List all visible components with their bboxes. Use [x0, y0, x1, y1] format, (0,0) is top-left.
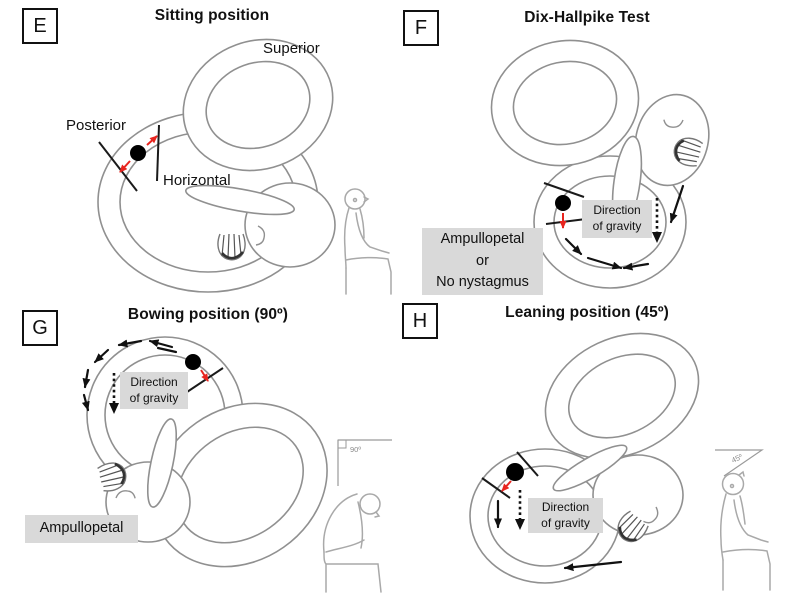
angle-45-icon: 45º — [715, 449, 764, 477]
seated-person-icon — [343, 188, 392, 295]
ampulla-icon — [97, 462, 127, 492]
red-displacement-arrow — [200, 369, 209, 382]
labyrinth-diagram-leaning: 45º — [469, 332, 764, 584]
red-displacement-arrow — [501, 480, 512, 492]
profile-hook — [115, 490, 136, 499]
posterior-canal-tick-line — [98, 141, 138, 192]
ampulla-tick-line — [543, 182, 585, 198]
panel-letter: E — [33, 14, 47, 37]
canal-label-horizontal: Horizontal — [163, 172, 231, 189]
result-label-line: Ampullopetal — [39, 520, 124, 537]
endolymph-flow-arrow — [117, 339, 143, 348]
labyrinth-canals — [469, 332, 700, 584]
panel-g: 90º G Bowing position (90º) Direction of… — [0, 300, 400, 596]
panel-letter-box: F — [403, 10, 439, 46]
panel-letter-box: E — [22, 8, 58, 44]
labyrinth-diagram-sitting — [97, 38, 336, 293]
angle-label: 45º — [730, 452, 744, 465]
canal-label-posterior: Posterior — [66, 117, 127, 134]
otoconia-dot — [130, 145, 146, 161]
labyrinth-canals — [97, 38, 336, 293]
endolymph-flow-arrow — [148, 339, 174, 349]
endolymph-flow-arrow — [563, 560, 623, 572]
gravity-label-line: Direction — [130, 374, 178, 389]
panel-h: 45º H Leaning position (45º) Direction o… — [400, 300, 800, 596]
leaning-person-icon — [720, 470, 771, 591]
panel-title: Bowing position (90º) — [127, 306, 289, 323]
gravity-label-box: Direction of gravity — [120, 372, 188, 409]
ampulla-tick-line — [516, 451, 539, 477]
endolymph-flow-arrow — [82, 368, 91, 389]
endolymph-flow-arrow — [669, 184, 685, 224]
red-displacement-arrow — [119, 160, 131, 173]
canal-label-superior: Superior — [263, 40, 320, 57]
bowing-person-icon — [322, 493, 382, 593]
panel-title: Sitting position — [154, 7, 270, 24]
panel-letter: H — [412, 309, 428, 332]
result-label-box: Ampullopetal or No nystagmus — [422, 228, 543, 295]
panel-title: Dix-Hallpike Test — [524, 9, 650, 26]
red-displacement-arrow — [146, 135, 158, 146]
horizontal-canal-tick-line — [156, 124, 160, 182]
result-label-line: No nystagmus — [436, 274, 529, 291]
panel-letter: G — [32, 316, 48, 339]
otoconia-dot — [506, 463, 524, 481]
endolymph-flow-arrow — [156, 346, 178, 354]
gravity-label-line: of gravity — [592, 219, 642, 233]
panel-f: F Dix-Hallpike Test Direction of gravity… — [400, 0, 800, 300]
otoconia-dot — [555, 195, 571, 211]
result-label-box: Ampullopetal — [25, 515, 138, 543]
panel-letter: F — [414, 16, 428, 39]
gravity-label-line: of gravity — [129, 390, 179, 405]
endolymph-flow-arrow — [564, 237, 583, 256]
endolymph-flow-arrow — [586, 256, 623, 270]
profile-hook — [663, 119, 684, 128]
gravity-label-line: of gravity — [541, 515, 590, 530]
gravity-label-box: Direction of gravity — [528, 498, 603, 533]
ampulla-icon — [673, 137, 704, 167]
endolymph-flow-arrow — [622, 262, 650, 271]
panel-letter-box: H — [402, 303, 438, 339]
gravity-label-line: Direction — [593, 203, 641, 218]
ampulla-tick-line — [481, 477, 511, 499]
gravity-label-line: Direction — [541, 499, 590, 514]
panel-letter-box: G — [22, 310, 58, 346]
otoconia-dot — [185, 354, 201, 370]
profile-hook — [255, 225, 266, 246]
endolymph-flow-arrow — [93, 348, 110, 364]
endolymph-flow-arrow — [81, 393, 90, 412]
profile-hook — [643, 506, 659, 524]
panel-e: E Sitting position Superior Posterior Ho… — [0, 0, 400, 300]
angle-label: 90º — [350, 445, 361, 454]
angle-90-icon: 90º — [337, 439, 392, 486]
ampulla-icon — [617, 510, 649, 543]
result-label-line: Ampullopetal — [440, 230, 525, 247]
panel-title: Leaning position (45º) — [505, 304, 669, 321]
ampulla-icon — [217, 233, 246, 261]
result-label-line: or — [476, 252, 489, 269]
gravity-label-box: Direction of gravity — [582, 200, 652, 238]
